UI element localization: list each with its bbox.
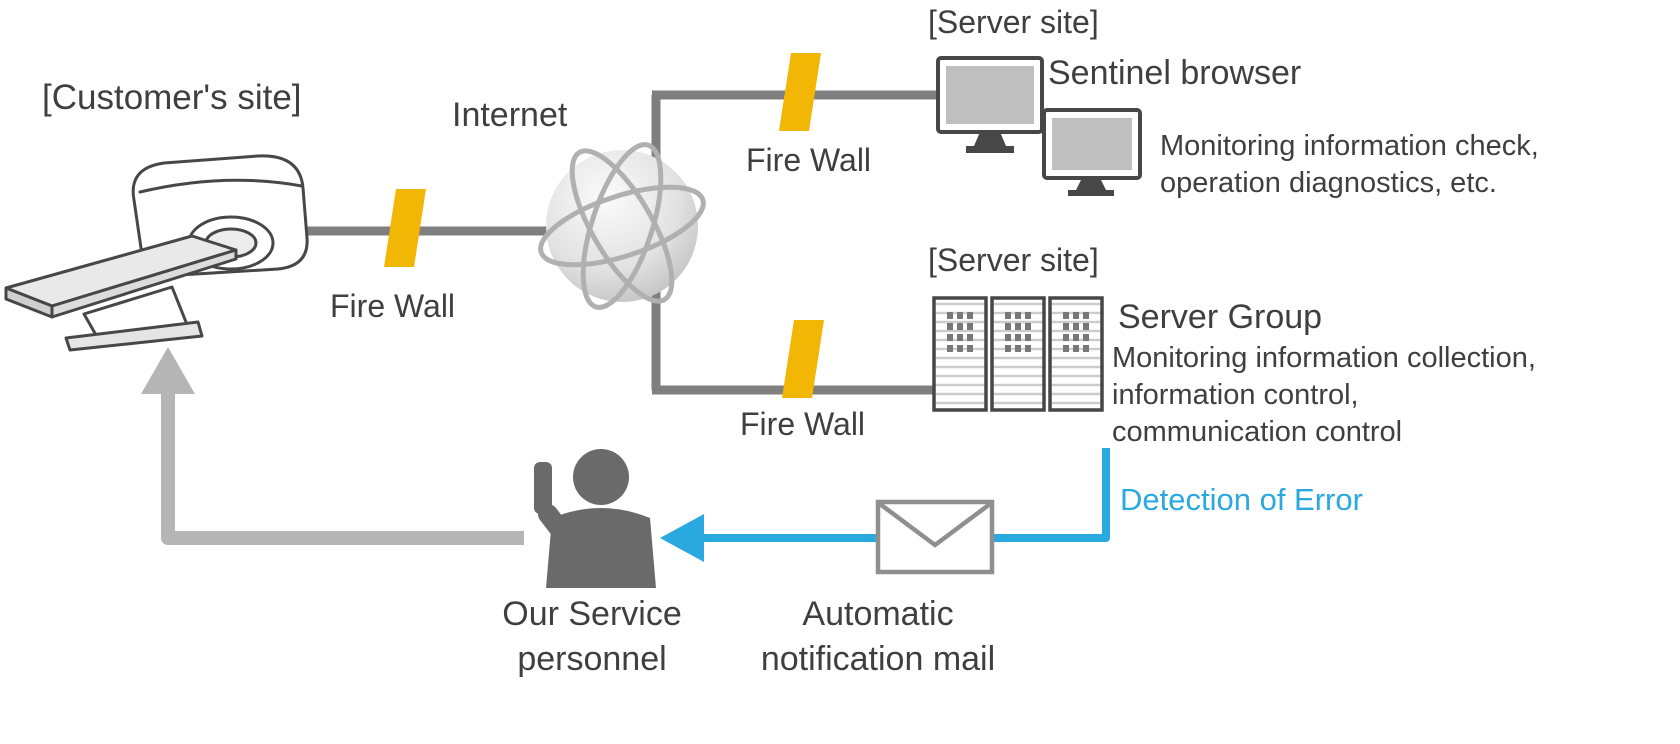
- server-site-top-label: [Server site]: [928, 4, 1099, 40]
- firewall-icon-browser: [779, 53, 821, 131]
- service-person-icon: [534, 449, 656, 588]
- notification-mail-label: Automatic notification mail: [728, 592, 1028, 682]
- service-personnel-label: Our Service personnel: [462, 592, 722, 682]
- server-rack-icon: [932, 296, 1104, 412]
- firewall-label-customer: Fire Wall: [330, 288, 456, 324]
- firewall-icon-server: [782, 320, 824, 398]
- server-group-description: Monitoring information collection, infor…: [1112, 340, 1536, 451]
- firewall-label-browser: Fire Wall: [746, 142, 872, 178]
- dispatch-arrow: [141, 347, 524, 545]
- detection-of-error-label: Detection of Error: [1120, 482, 1363, 517]
- sentinel-desc-line1: Monitoring information check,: [1160, 130, 1539, 162]
- mail-envelope-icon: [875, 499, 995, 575]
- server-site-bottom-label: [Server site]: [928, 242, 1099, 278]
- notification-arrow: [660, 448, 1110, 562]
- server-desc-line1: Monitoring information collection,: [1112, 342, 1536, 374]
- notification-mail-line1: Automatic: [802, 595, 954, 633]
- server-desc-line2: information control,: [1112, 379, 1359, 411]
- internet-globe-icon: [538, 142, 706, 310]
- sentinel-browser-title: Sentinel browser: [1048, 54, 1302, 92]
- sentinel-desc-line2: operation diagnostics, etc.: [1160, 167, 1497, 199]
- sentinel-description: Monitoring information check, operation …: [1160, 128, 1539, 202]
- internet-label: Internet: [452, 96, 568, 134]
- medical-scanner-icon: [4, 154, 309, 352]
- firewall-label-server: Fire Wall: [740, 406, 866, 442]
- firewall-icon-customer: [384, 189, 426, 267]
- customer-site-label: [Customer's site]: [42, 78, 302, 117]
- desktop-monitors-icon: [936, 56, 1142, 196]
- server-group-title: Server Group: [1118, 298, 1323, 336]
- notification-mail-line2: notification mail: [760, 640, 996, 678]
- server-desc-line3: communication control: [1112, 416, 1403, 448]
- service-personnel-line2: personnel: [517, 640, 667, 678]
- service-personnel-line1: Our Service: [502, 595, 682, 633]
